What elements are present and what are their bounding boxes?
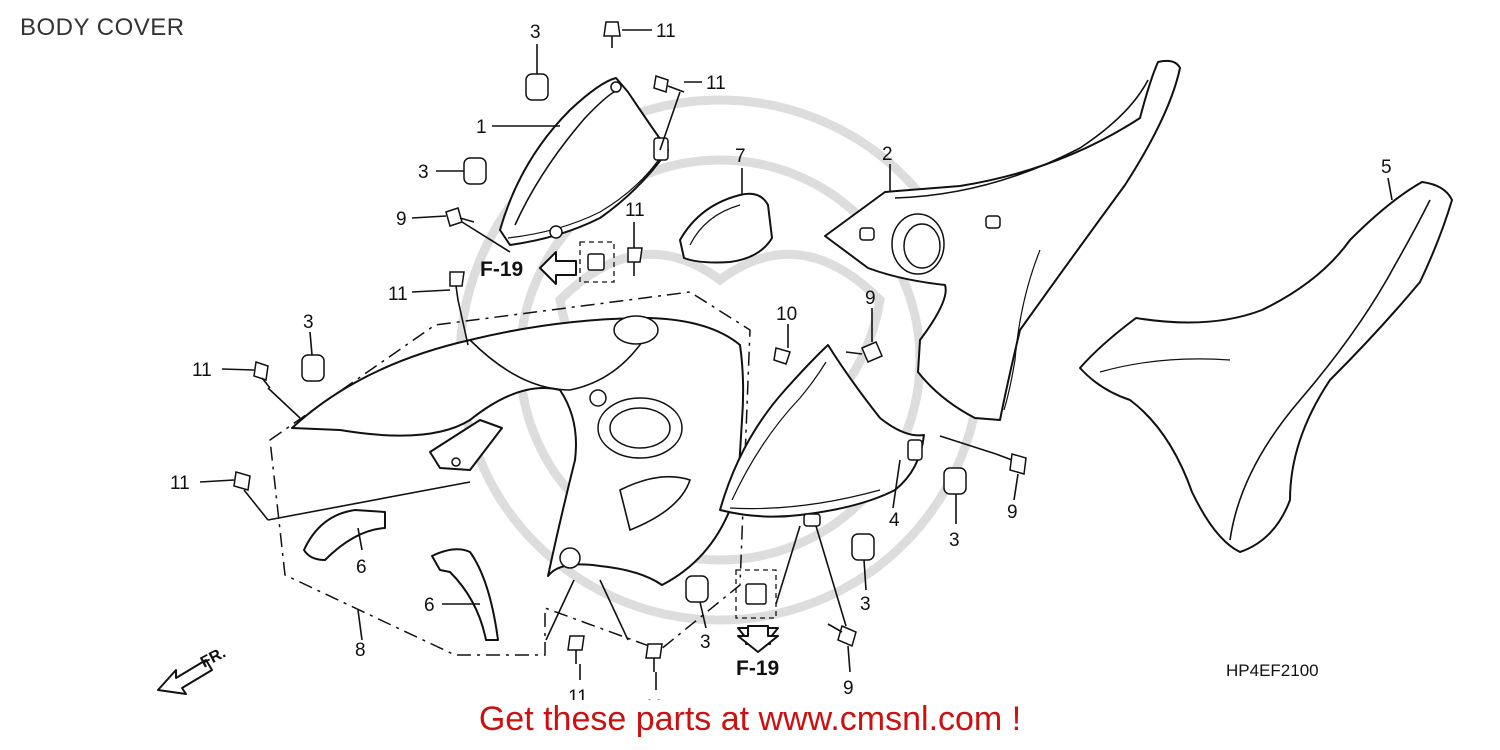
callout-9: 9	[865, 288, 876, 309]
part-5-side-cover	[1079, 181, 1453, 553]
callout-3: 3	[303, 312, 314, 333]
part-4-lower-cover	[719, 344, 925, 527]
callout-3: 3	[418, 162, 429, 183]
callout-11: 11	[170, 473, 190, 494]
grommets-3	[301, 73, 967, 603]
callout-8: 8	[355, 640, 366, 661]
part-7-lid	[679, 192, 773, 264]
callout-3: 3	[700, 632, 711, 653]
callout-9: 9	[843, 678, 854, 699]
callout-6: 6	[424, 595, 435, 616]
front-direction-arrow	[157, 659, 213, 695]
part-6-trim-strips	[303, 509, 499, 641]
callout-1: 1	[476, 117, 487, 138]
callout-11: 11	[706, 73, 726, 94]
callout-2: 2	[882, 144, 893, 165]
callout-11: 11	[644, 697, 664, 700]
callout-9: 9	[1007, 502, 1018, 523]
callout-9: 9	[396, 209, 407, 230]
f19-references	[539, 241, 779, 653]
f19-ref-label-lower: F-19	[736, 657, 779, 680]
callout-11: 11	[625, 200, 645, 221]
callout-3: 3	[860, 594, 871, 615]
fasteners	[233, 21, 1027, 672]
callout-labels: 1 2 3 3 3 3 3 3 4 5 6 6 7 8 9 9 9 9 10 1…	[170, 21, 1392, 700]
exploded-parts-diagram: 1 2 3 3 3 3 3 3 4 5 6 6 7 8 9 9 9 9 10 1…	[157, 21, 1453, 700]
callout-4: 4	[889, 510, 900, 531]
callout-5: 5	[1381, 157, 1392, 178]
leader-lines	[199, 29, 1393, 690]
promo-link-text[interactable]: Get these parts at www.cmsnl.com !	[478, 700, 1022, 738]
f19-ref-label-upper: F-19	[480, 258, 523, 281]
callout-10: 10	[776, 304, 797, 325]
page-title: BODY COVER	[20, 14, 185, 41]
diagram-code: HP4EF2100	[1226, 661, 1319, 680]
part-1-front-cover	[499, 77, 669, 246]
callout-11: 11	[388, 284, 408, 305]
part-2-center-cover	[824, 59, 1181, 421]
callout-11: 11	[656, 21, 676, 42]
callout-3: 3	[530, 22, 541, 43]
callout-11: 11	[192, 360, 212, 381]
callout-7: 7	[735, 146, 746, 167]
callout-6: 6	[356, 557, 367, 578]
callout-11: 11	[568, 687, 588, 700]
callout-3: 3	[949, 530, 960, 551]
part-8-main-cover	[269, 291, 751, 656]
